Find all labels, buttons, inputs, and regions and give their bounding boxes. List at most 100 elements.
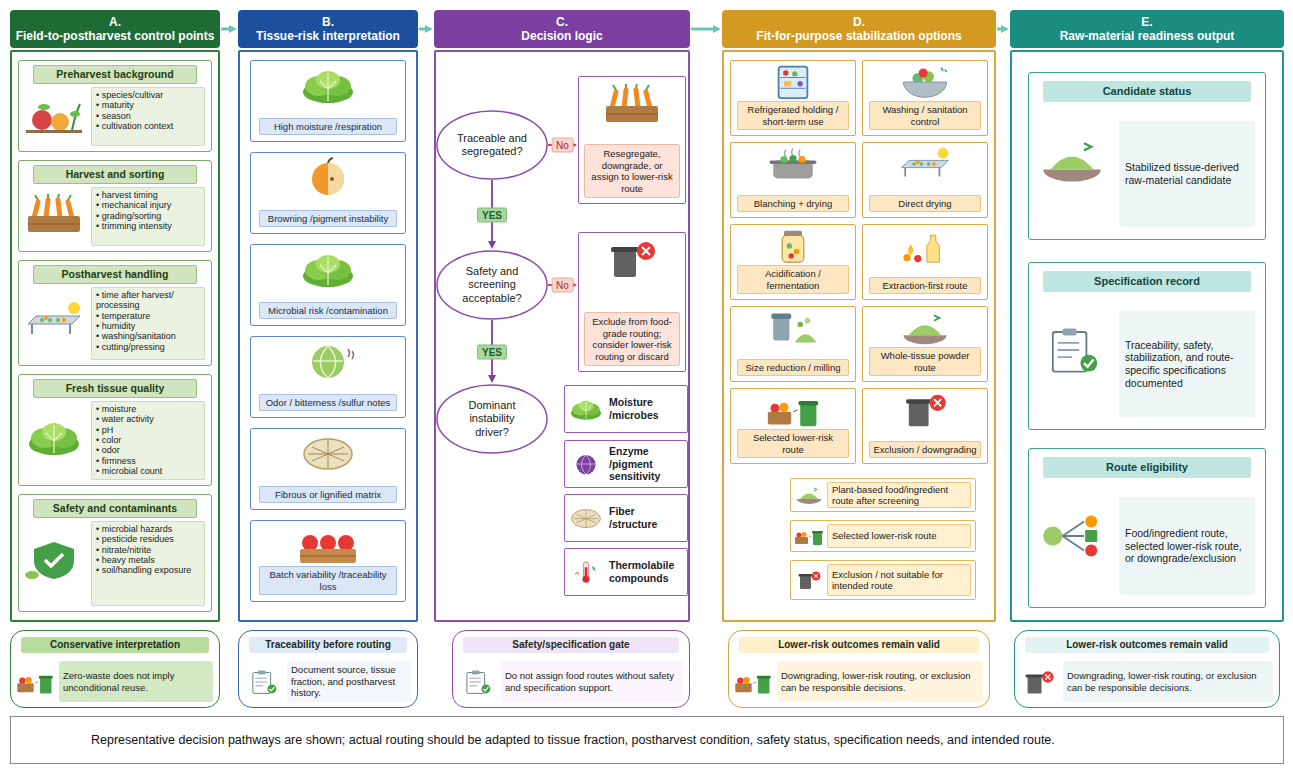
tile-label: Browning /pigment instability	[263, 213, 393, 224]
column-header: D.Fit-for-purpose stabilization options	[722, 10, 996, 48]
clipboard-icon	[1053, 328, 1097, 371]
label-band: Resegregate, downgrade, or assign to low…	[584, 144, 680, 198]
title-band: Conservative interpretation	[21, 637, 209, 653]
decision-text: Dominant instability driver?	[453, 399, 531, 439]
tile-label: Extraction-first route	[873, 280, 977, 291]
bullet-box: • time after harvest/ processing• temper…	[91, 287, 205, 360]
bullet-item: • nitrate/nitrite	[96, 545, 200, 555]
driver-text-area: Thermolabile compounds	[609, 553, 683, 591]
column-header-text-group: A.Field-to-postharvest control points	[10, 10, 220, 48]
column-header-text: Fit-for-purpose stabilization options	[756, 29, 961, 43]
tile-label: Refrigerated holding / short-term use	[741, 104, 845, 127]
body-band: Food/ingredient route, selected lower-ri…	[1119, 497, 1255, 595]
body-band: Downgrading, lower-risk routing, or excl…	[777, 661, 983, 702]
label-band: Microbial risk /contamination	[259, 302, 397, 319]
crate-bin-icon	[17, 676, 52, 694]
option-tile: Whole-tissue powder route	[862, 306, 988, 382]
driver-box: Enzyme /pigment sensitivity	[564, 440, 688, 488]
caption-text: Representative decision pathways are sho…	[91, 733, 1273, 748]
edge-label: No	[556, 280, 569, 291]
tile-label: Exclusion / downgrading	[873, 444, 977, 455]
control-point-panel: Fresh tissue quality• moisture• water ac…	[18, 374, 212, 486]
tile-label: Fibrous or lignified matrix	[263, 489, 393, 500]
bullet-item: • firmness	[96, 456, 200, 466]
tray-icon	[28, 302, 80, 334]
note-text: Downgrading, lower-risk routing, or excl…	[781, 670, 979, 693]
jar-icon	[782, 231, 804, 263]
edge-label: YES	[482, 346, 502, 357]
stage-column: D.Fit-for-purpose stabilization optionsR…	[722, 10, 996, 622]
bullet-box: • microbial hazards• pesticide residues•…	[91, 521, 205, 606]
bullet-item: • microbial count	[96, 466, 200, 476]
decision-text: Traceable and segregated?	[453, 132, 531, 158]
option-tile: Exclusion / downgrading	[862, 388, 988, 464]
discard-bin-icon	[799, 572, 821, 590]
label-band: Odor / bitterness /sulfur notes	[259, 394, 397, 411]
driver-text: Fiber /structure	[609, 505, 683, 530]
cabbage-icon	[312, 346, 354, 378]
tile-label: Acidification / fermentation	[741, 268, 845, 291]
edge-label: No	[556, 140, 569, 151]
title-band: Route eligibility	[1043, 457, 1251, 478]
label-band: Whole-tissue powder route	[869, 347, 981, 376]
body-band: Document source, tissue fraction, and po…	[287, 661, 411, 702]
bullet-item: • trimming intensity	[96, 221, 200, 231]
option-tile: Refrigerated holding / short-term use	[730, 60, 856, 136]
title-band: Postharvest handling	[33, 265, 197, 284]
driver-text-area: Enzyme /pigment sensitivity	[609, 445, 683, 483]
driver-box: Moisture /microbes	[564, 385, 688, 433]
lettuce-icon	[303, 71, 353, 103]
column-header-text-group: E.Raw-material readiness output	[1010, 10, 1284, 48]
bullet-item: • maturity	[96, 100, 200, 110]
risk-tile: Batch variability /traceability loss	[250, 520, 406, 602]
bullet-item: • temperature	[96, 311, 200, 321]
option-tile: Direct drying	[862, 142, 988, 218]
note-box: Lower-risk outcomes remain validDowngrad…	[728, 630, 990, 708]
panel-title: Harvest and sorting	[38, 168, 192, 181]
panel-title: Candidate status	[1047, 85, 1247, 98]
bullet-item: • time after harvest/ processing	[96, 290, 200, 311]
edge-label-patch: YES	[477, 207, 507, 222]
panel-title: Postharvest handling	[38, 268, 192, 281]
lettuce-icon	[303, 255, 353, 287]
stage-column: C.Decision logicTraceable and segregated…	[434, 10, 690, 622]
label-band: Acidification / fermentation	[737, 265, 849, 294]
label-band: Fibrous or lignified matrix	[259, 486, 397, 503]
option-tile: Extraction-first route	[862, 224, 988, 300]
bullet-item: • harvest timing	[96, 190, 200, 200]
note-title: Safety/specification gate	[467, 639, 675, 651]
panel-title: Preharvest background	[38, 68, 192, 81]
body-band: Zero-waste does not imply unconditional …	[59, 661, 213, 702]
caption-text-area: Representative decision pathways are sho…	[91, 717, 1273, 763]
bullet-item: • moisture	[96, 404, 200, 414]
decision-ellipse: Safety and screening acceptable?	[436, 250, 548, 320]
bullet-item: • microbial hazards	[96, 524, 200, 534]
column-header-text: Field-to-postharvest control points	[16, 29, 215, 43]
column-header: B.Tissue-risk interpretation	[238, 10, 418, 48]
decision-ellipse-shape	[437, 251, 547, 319]
edge-label-patch: No	[551, 138, 574, 153]
crate-bin-icon	[768, 401, 818, 426]
body-band: Downgrading, lower-risk routing, or excl…	[1063, 661, 1273, 702]
driver-box: Fiber /structure	[564, 494, 688, 542]
lettuce-icon	[29, 423, 79, 455]
note-box: Lower-risk outcomes remain validDowngrad…	[1014, 630, 1280, 708]
fiber-icon	[304, 439, 352, 469]
stage-column: B.Tissue-risk interpretationHigh moistur…	[238, 10, 418, 622]
label-band: Refrigerated holding / short-term use	[737, 101, 849, 130]
bullet-box: • species/cultivar• maturity• season• cu…	[91, 87, 205, 146]
output-panel: Candidate statusStabilized tissue-derive…	[1028, 72, 1266, 240]
clipboard-icon	[467, 671, 490, 694]
panel-title: Route eligibility	[1047, 461, 1247, 474]
label-band: Exclusion / downgrading	[869, 441, 981, 458]
note-box: Safety/specification gateDo not assign f…	[452, 630, 690, 708]
ellipse-text-area: Dominant instability driver?	[453, 397, 531, 442]
outcome-box: Resegregate, downgrade, or assign to low…	[578, 76, 686, 204]
column-header-text: Decision logic	[521, 29, 602, 43]
drying-tray-icon	[902, 148, 949, 177]
option-tile: Blanching + drying	[730, 142, 856, 218]
panel-title: Safety and contaminants	[38, 502, 192, 515]
powder-icon	[903, 315, 946, 344]
tile-label: Microbial risk /contamination	[263, 305, 393, 316]
